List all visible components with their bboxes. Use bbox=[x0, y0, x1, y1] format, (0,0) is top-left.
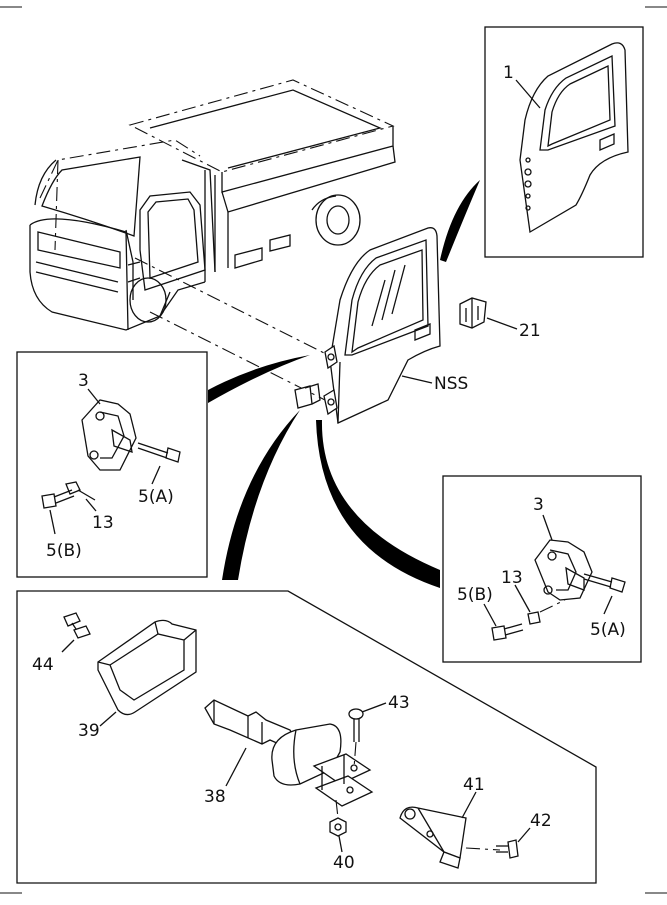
leader-bracket-bolt bbox=[517, 827, 531, 843]
door-nss bbox=[294, 227, 441, 424]
leader-bracket bbox=[461, 791, 477, 819]
inset-upper-hinge bbox=[16, 351, 208, 578]
leader-cover bbox=[99, 711, 117, 727]
leader-bolt-a-lower bbox=[603, 595, 613, 615]
callout-bolt-a-upper: 5(A) bbox=[138, 487, 174, 507]
detail-panel-check-link bbox=[16, 590, 597, 884]
stopper-clip-part bbox=[459, 297, 487, 329]
inset-door-panel bbox=[484, 26, 644, 258]
leader-bolt-a-upper bbox=[151, 465, 161, 485]
bolt-b-lower-part bbox=[491, 623, 524, 641]
check-link-part bbox=[204, 699, 374, 807]
callout-clip: 44 bbox=[32, 655, 54, 675]
leader-door-panel bbox=[515, 79, 541, 109]
callout-bracket: 41 bbox=[463, 775, 485, 795]
callout-pin: 43 bbox=[388, 693, 410, 713]
leader-nut bbox=[338, 835, 343, 853]
inset-lower-hinge bbox=[442, 475, 642, 663]
bolt-a-lower-part bbox=[583, 573, 626, 593]
leader-check-link bbox=[225, 747, 247, 787]
page-corner-marks bbox=[0, 6, 667, 894]
hinge-lower-part bbox=[534, 539, 593, 601]
washer-lower-part bbox=[527, 599, 566, 625]
connector-swoops bbox=[208, 180, 480, 588]
callout-door-panel: 1 bbox=[503, 63, 514, 83]
leader-clip bbox=[61, 639, 75, 653]
leader-bolt-b-lower bbox=[483, 603, 497, 627]
bolt-a-upper-part bbox=[137, 442, 181, 463]
leader-pin bbox=[361, 702, 387, 713]
leader-bolt-b-upper bbox=[49, 509, 56, 535]
cover-part bbox=[97, 619, 197, 716]
callout-hinge-upper: 3 bbox=[78, 371, 89, 391]
leader-stopper-clip bbox=[486, 317, 518, 330]
clip-part bbox=[63, 612, 91, 639]
nut-part bbox=[329, 799, 347, 837]
hinge-upper-part bbox=[81, 399, 137, 471]
assembly-leader-lines bbox=[134, 257, 331, 401]
leader-door-side bbox=[401, 375, 433, 384]
callout-bolt-b-upper: 5(B) bbox=[46, 541, 82, 561]
callout-bracket-bolt: 42 bbox=[530, 811, 552, 831]
callout-door-side: NSS bbox=[434, 374, 468, 394]
callout-bolt-a-lower: 5(A) bbox=[590, 620, 626, 640]
callout-check-link: 38 bbox=[204, 787, 226, 807]
leader-hinge-upper bbox=[87, 388, 101, 405]
bracket-part bbox=[399, 806, 467, 869]
leader-washer-lower bbox=[514, 584, 531, 613]
callout-cover: 39 bbox=[78, 721, 100, 741]
callout-washer-lower: 13 bbox=[501, 568, 523, 588]
callout-bolt-b-lower: 5(B) bbox=[457, 585, 493, 605]
callout-washer-upper: 13 bbox=[92, 513, 114, 533]
leader-hinge-lower bbox=[542, 514, 553, 541]
pin-part bbox=[348, 708, 364, 769]
callout-nut: 40 bbox=[333, 853, 355, 873]
bracket-bolt-part bbox=[465, 839, 519, 859]
callout-stopper-clip: 21 bbox=[519, 321, 541, 341]
door-panel-part bbox=[519, 42, 629, 234]
bolt-b-upper-part bbox=[41, 489, 75, 509]
truck-illustration bbox=[29, 79, 396, 331]
callout-hinge-lower: 3 bbox=[533, 495, 544, 515]
leader-washer-upper bbox=[85, 498, 97, 512]
